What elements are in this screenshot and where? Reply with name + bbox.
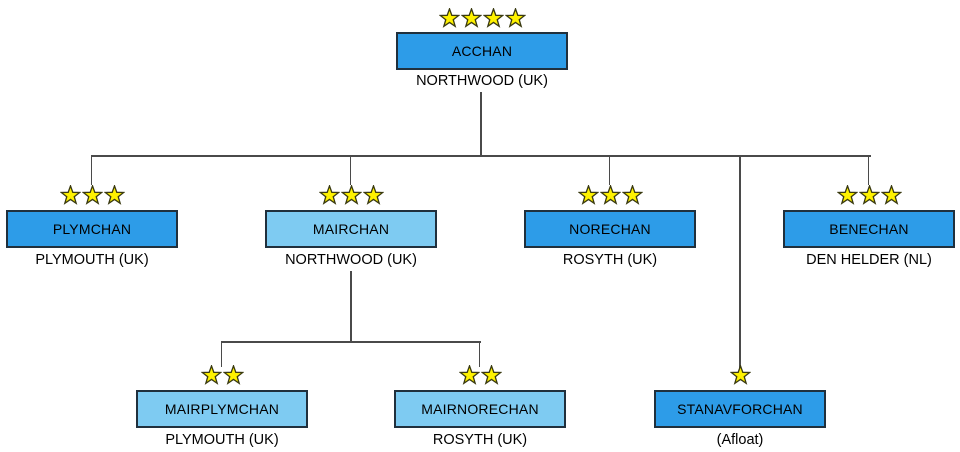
location-label: DEN HELDER (NL) <box>806 252 932 268</box>
rank-star-icon <box>438 8 460 28</box>
command-box-mairchan: MAIRCHAN <box>265 210 437 248</box>
command-label: STANAVFORCHAN <box>677 401 803 417</box>
connector-trunk-mairchan <box>350 271 352 343</box>
rank-star-icon <box>577 185 599 205</box>
rank-star-icon <box>103 185 125 205</box>
connector-drop-mairplymchan <box>221 343 222 367</box>
connector-drop-norechan <box>609 157 610 185</box>
rank-star-icon <box>621 185 643 205</box>
command-box-plymchan: PLYMCHAN <box>6 210 178 248</box>
command-label: PLYMCHAN <box>52 221 132 237</box>
command-label: MAIRNORECHAN <box>421 401 539 417</box>
connector-bar-level3 <box>221 341 481 343</box>
connector-drop-stanavforchan <box>739 157 741 368</box>
rank-star-icon <box>318 185 340 205</box>
command-label: BENECHAN <box>829 221 909 237</box>
command-label: ACCHAN <box>451 43 513 59</box>
rank-stars <box>265 184 437 206</box>
rank-star-icon <box>858 185 880 205</box>
rank-star-icon <box>222 365 244 385</box>
connector-drop-plymchan <box>91 157 92 185</box>
command-box-norechan: NORECHAN <box>524 210 696 248</box>
rank-star-icon <box>599 185 621 205</box>
rank-star-icon <box>340 185 362 205</box>
command-label: NORECHAN <box>569 221 651 237</box>
command-box-mairnorechan: MAIRNORECHAN <box>394 390 566 428</box>
connector-drop-mairnorechan <box>479 343 480 367</box>
rank-star-icon <box>729 365 751 385</box>
command-label: MAIRCHAN <box>312 221 390 237</box>
connector-trunk-acchan <box>480 92 482 156</box>
rank-star-icon <box>880 185 902 205</box>
rank-star-icon <box>458 365 480 385</box>
connector-drop-benechan <box>868 157 869 185</box>
command-box-mairplymchan: MAIRPLYMCHAN <box>136 390 308 428</box>
rank-star-icon <box>482 8 504 28</box>
rank-star-icon <box>81 185 103 205</box>
rank-star-icon <box>836 185 858 205</box>
rank-star-icon <box>200 365 222 385</box>
command-box-benechan: BENECHAN <box>783 210 955 248</box>
rank-stars <box>396 7 568 29</box>
location-label: PLYMOUTH (UK) <box>35 252 149 268</box>
location-label: ROSYTH (UK) <box>562 252 658 268</box>
location-label: (Afloat) <box>716 432 764 448</box>
location-label: ROSYTH (UK) <box>432 432 528 448</box>
command-box-stanavforchan: STANAVFORCHAN <box>654 390 826 428</box>
command-box-acchan: ACCHAN <box>396 32 568 70</box>
rank-stars <box>524 184 696 206</box>
rank-stars <box>136 364 308 386</box>
rank-stars <box>6 184 178 206</box>
location-label: NORTHWOOD (UK) <box>285 252 417 268</box>
location-label: NORTHWOOD (UK) <box>416 73 548 89</box>
command-label: MAIRPLYMCHAN <box>164 401 280 417</box>
rank-star-icon <box>504 8 526 28</box>
location-label: PLYMOUTH (UK) <box>165 432 279 448</box>
rank-star-icon <box>362 185 384 205</box>
connector-bar-level2 <box>91 155 871 157</box>
connector-drop-mairchan <box>350 157 351 185</box>
rank-stars <box>654 364 826 386</box>
rank-star-icon <box>59 185 81 205</box>
rank-star-icon <box>460 8 482 28</box>
rank-stars <box>394 364 566 386</box>
rank-star-icon <box>480 365 502 385</box>
rank-stars <box>783 184 955 206</box>
